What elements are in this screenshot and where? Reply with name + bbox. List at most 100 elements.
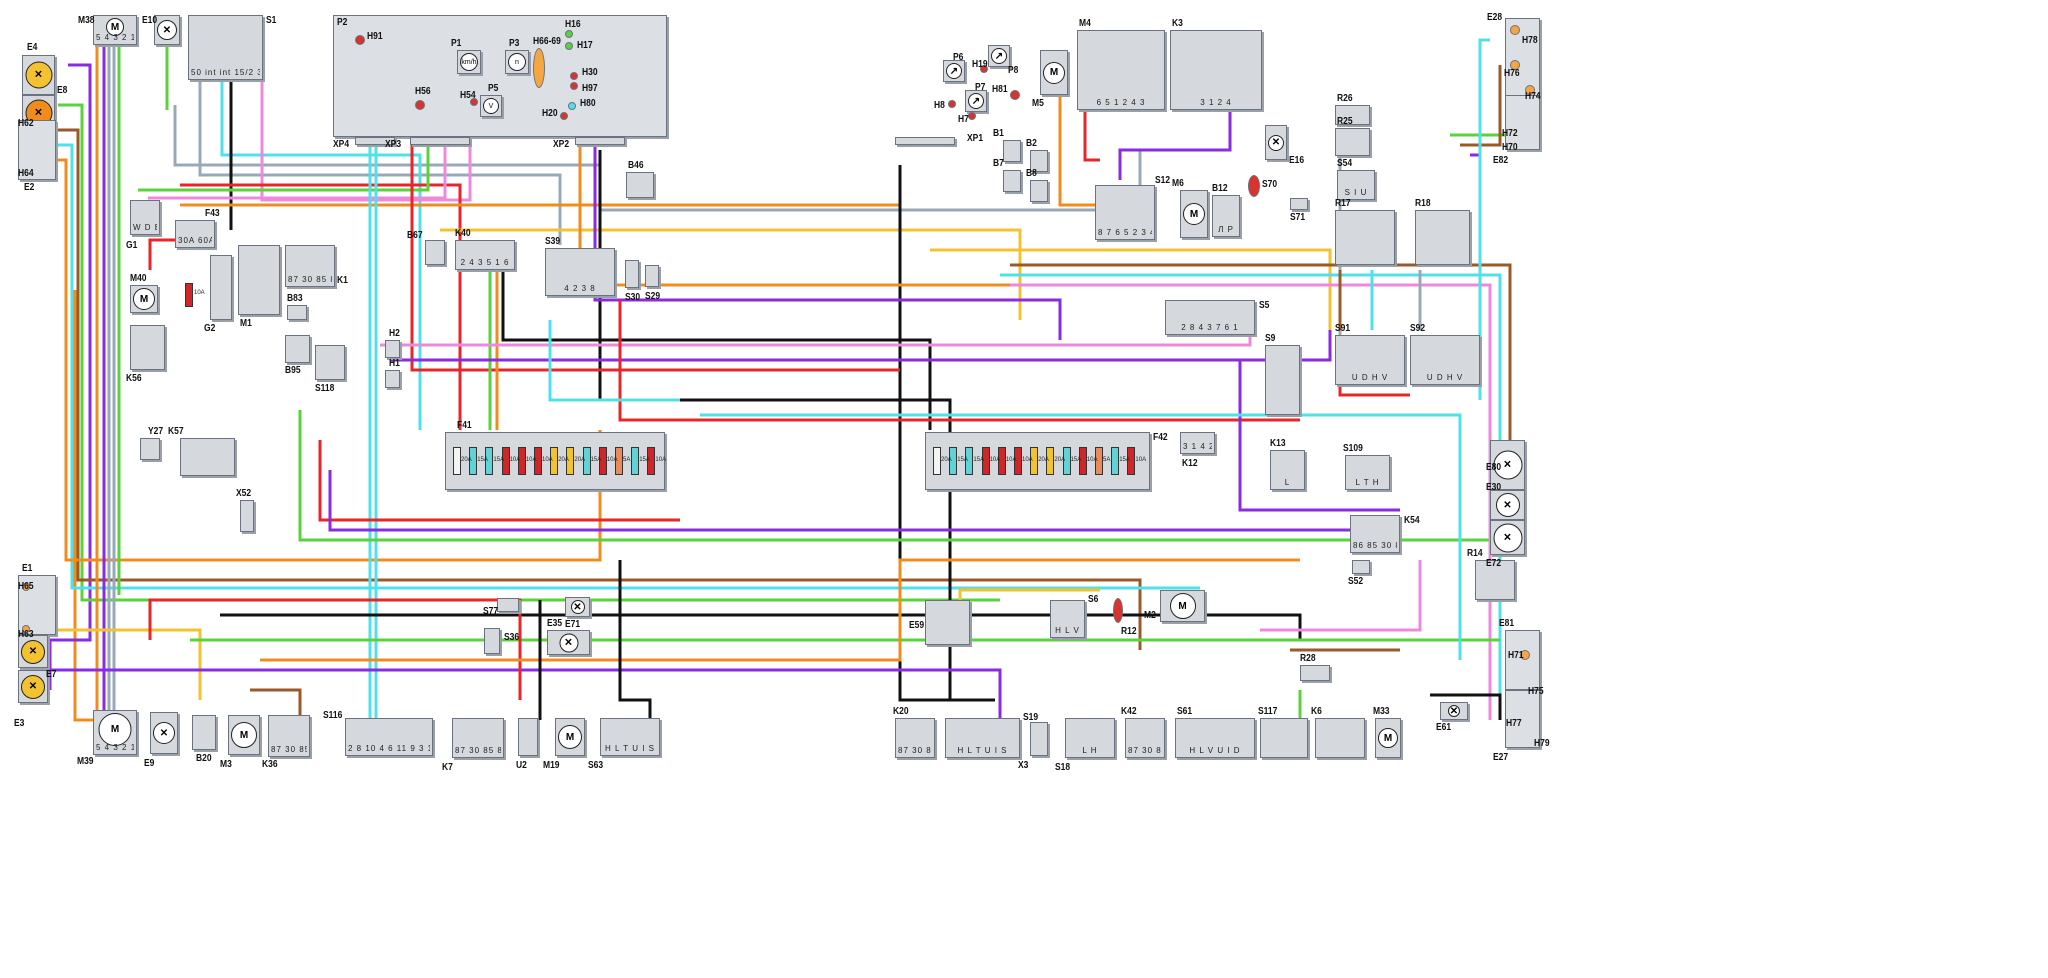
component-e82 [1505, 95, 1540, 150]
pin-labels: H L V [1055, 626, 1080, 635]
component-s70 [1248, 175, 1260, 197]
component-r12 [1113, 598, 1123, 623]
fuse-13 [1127, 447, 1136, 475]
component-h7 [968, 112, 976, 120]
component-s92: U D H V [1410, 335, 1480, 385]
wire-red [148, 598, 522, 700]
component-b46 [626, 172, 654, 198]
pin-labels: 5 4 3 2 1 [96, 743, 134, 752]
component-p3: n [505, 50, 529, 74]
fuse-9 [582, 447, 591, 475]
lamp-icon: ✕ [21, 674, 45, 699]
component-p2 [333, 15, 667, 137]
wire-orange [1058, 95, 1100, 207]
component-k7: 87 30 85 86 [452, 718, 504, 758]
pin-labels: L T H [1355, 478, 1380, 487]
wire-red [410, 140, 900, 372]
component-s29 [645, 265, 659, 287]
component-e9: ✕ [150, 712, 178, 754]
component-p1: km/h [457, 50, 481, 74]
component-m33: M [1375, 718, 1401, 758]
wire-yellow [930, 248, 1332, 330]
wire-cyan [700, 413, 1462, 660]
component-s52 [1352, 560, 1370, 574]
component-h76 [1510, 60, 1520, 70]
component-p5: V [480, 95, 502, 117]
component-s61: H L V U I D [1175, 718, 1255, 758]
component-k56 [130, 325, 165, 370]
lamp-icon: ✕ [157, 20, 177, 40]
component-b20 [192, 715, 216, 750]
wire-orange [58, 158, 602, 562]
pin-labels: 87 30 85 86 [455, 746, 501, 755]
fuse-6 [534, 447, 542, 475]
component-u2 [518, 718, 538, 756]
wire-pink [1260, 560, 1422, 632]
component-s77 [497, 598, 519, 612]
wire-black [618, 560, 652, 720]
wire-green [138, 140, 430, 192]
component-s36 [484, 628, 500, 654]
component-h16 [565, 30, 573, 38]
component-e30: ✕ [1490, 490, 1525, 520]
component-e71: ✕ [565, 597, 590, 617]
wire-brown [1010, 263, 1512, 440]
component-p7: ↗ [965, 90, 987, 112]
pin-labels: 2 8 4 3 7 6 1 [1181, 323, 1239, 332]
wire-red [148, 238, 185, 270]
component-m4: 6 5 1 2 4 3 [1077, 30, 1165, 110]
component-r18 [1415, 210, 1470, 265]
gauge-icon: V [483, 98, 499, 114]
pin-labels: 87 30 85 86 [898, 746, 932, 755]
wire-brown [1460, 65, 1502, 147]
wire-violet [328, 470, 1400, 532]
pin-labels: U D H V [1351, 373, 1389, 382]
component-s19: H L T U I S [945, 718, 1020, 758]
component-s30 [625, 260, 639, 288]
pin-labels: H L T U I S [605, 744, 655, 753]
component-b67 [425, 240, 445, 265]
component-r14 [1475, 560, 1515, 600]
pin-labels: W D B+ [133, 223, 157, 232]
pin-labels: 2 8 10 4 6 11 9 3 12 13 [348, 744, 430, 753]
component-h2 [385, 340, 400, 358]
fuse-5 [997, 447, 1006, 475]
wire-brown [58, 128, 1142, 650]
component-x3 [1030, 722, 1048, 756]
component-h80 [568, 102, 576, 110]
motor-icon: M [106, 18, 124, 36]
component-k42: 87 30 85 86 [1125, 718, 1165, 758]
component-e61: ✕ [1440, 702, 1468, 720]
gauge-icon: ↗ [946, 63, 962, 79]
wire-green [298, 410, 1520, 542]
wire-yellow [40, 628, 202, 700]
component-xp1 [895, 137, 955, 145]
component-g1: W D B+ [130, 200, 160, 235]
pin-labels: 8 7 6 5 2 3 4 1 [1098, 228, 1152, 237]
pin-labels: H L T U I S [957, 746, 1008, 755]
pin-labels: 87 30 85 86 [1128, 746, 1162, 755]
wire-grey [198, 80, 562, 245]
wire-cyan [1000, 273, 1502, 700]
wire-violet [1118, 110, 1232, 180]
component-e10: ✕ [154, 15, 180, 45]
wire-brown [250, 688, 302, 720]
lamp-icon: ✕ [1448, 705, 1460, 717]
component-h65 [22, 583, 30, 591]
fuse-1 [453, 447, 461, 475]
pin-labels: 87 30 85 86 [288, 275, 332, 284]
gauge-icon: ↗ [968, 93, 984, 109]
fuse-8 [566, 447, 575, 475]
fuse-13 [647, 447, 656, 475]
component-r26 [1335, 105, 1370, 125]
component-s71 [1290, 198, 1308, 210]
pin-labels: S I U [1344, 188, 1368, 197]
gauge-icon: n [508, 53, 526, 71]
component-s5: 2 8 4 3 7 6 1 [1165, 300, 1255, 335]
pin-labels: L [1284, 478, 1291, 487]
wire-pink [260, 80, 472, 202]
component-m1 [238, 245, 280, 315]
fuse-1 [933, 447, 941, 475]
component-k40: 2 4 3 5 1 6 [455, 240, 515, 270]
component-k3: 3 1 2 4 [1170, 30, 1262, 110]
